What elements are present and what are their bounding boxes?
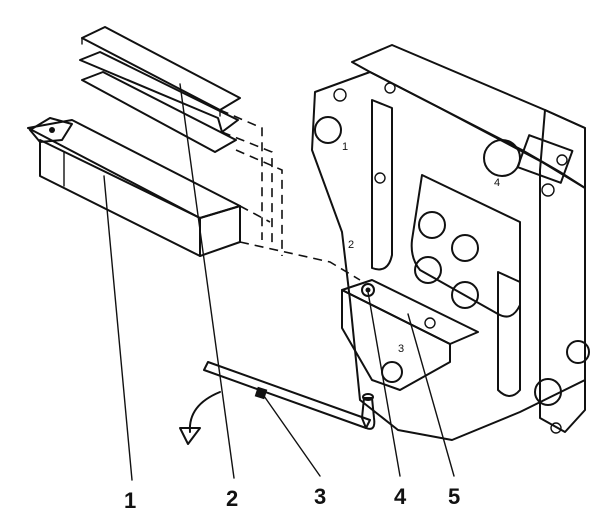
hex-key-shaft bbox=[203, 361, 371, 429]
shim-plate-bottom bbox=[81, 71, 237, 153]
holder-clamp-block bbox=[516, 134, 574, 184]
holder-bore-5 bbox=[414, 256, 442, 284]
callout-2: 2 bbox=[226, 486, 238, 511]
holder-lower-cutout bbox=[497, 271, 521, 397]
holder-center-cutout bbox=[410, 174, 521, 318]
callout-3: 3 bbox=[314, 484, 326, 509]
holder-screw-5 bbox=[556, 154, 568, 166]
shim-plate-middle bbox=[79, 51, 239, 133]
tool-shank-top-face bbox=[27, 119, 241, 219]
hex-key-tip bbox=[362, 393, 374, 401]
shim-plates bbox=[79, 26, 241, 153]
leader-lines bbox=[103, 83, 455, 481]
tool-holder-block bbox=[311, 44, 590, 441]
rotation-arrow-icon bbox=[188, 391, 221, 433]
holder-screw-4 bbox=[541, 183, 555, 197]
block-mark-top: 1 bbox=[342, 141, 348, 153]
turning-tool bbox=[27, 117, 241, 257]
block-mark-low: 3 bbox=[398, 343, 404, 355]
leader-line-4 bbox=[367, 291, 401, 477]
holder-bore-6 bbox=[451, 281, 479, 309]
holder-bore-4 bbox=[451, 234, 479, 262]
hex-key bbox=[179, 361, 376, 445]
wedge-screw-inner bbox=[365, 287, 371, 293]
insert-screw bbox=[49, 127, 55, 133]
block-mark-mid: 2 bbox=[348, 239, 354, 251]
clamping-wedge bbox=[341, 279, 479, 391]
leader-line-2 bbox=[179, 83, 235, 479]
callout-1: 1 bbox=[124, 488, 136, 513]
callout-4: 4 bbox=[394, 484, 407, 509]
leader-line-1 bbox=[103, 175, 133, 481]
holder-vertical-slot bbox=[371, 99, 393, 271]
shim-plate-top bbox=[81, 26, 241, 111]
holder-screw-6 bbox=[550, 422, 562, 434]
holder-bore-1 bbox=[314, 116, 342, 144]
assembly-guide-lines bbox=[219, 109, 361, 281]
leader-line-5 bbox=[407, 313, 455, 477]
leader-line-3 bbox=[263, 395, 321, 477]
wedge-lower-bore bbox=[381, 361, 403, 383]
holder-right-side bbox=[539, 109, 586, 433]
holder-top-face bbox=[351, 44, 586, 189]
rotation-arrowhead-icon bbox=[179, 427, 201, 445]
holder-bore-2 bbox=[483, 139, 521, 177]
hex-key-bend bbox=[361, 397, 376, 430]
cutting-insert bbox=[29, 117, 73, 143]
holder-bore-3 bbox=[418, 211, 446, 239]
wedge-front-face bbox=[341, 289, 451, 391]
wedge-pin bbox=[424, 317, 436, 329]
holder-screw-1 bbox=[333, 88, 347, 102]
callout-5: 5 bbox=[448, 484, 460, 509]
holder-screw-2 bbox=[384, 82, 396, 94]
holder-bore-7 bbox=[534, 378, 562, 406]
holder-bore-8 bbox=[566, 340, 590, 364]
block-mark-right: 4 bbox=[494, 177, 500, 189]
holder-screw-3 bbox=[374, 172, 386, 184]
tool-shank-end-face bbox=[199, 205, 241, 257]
